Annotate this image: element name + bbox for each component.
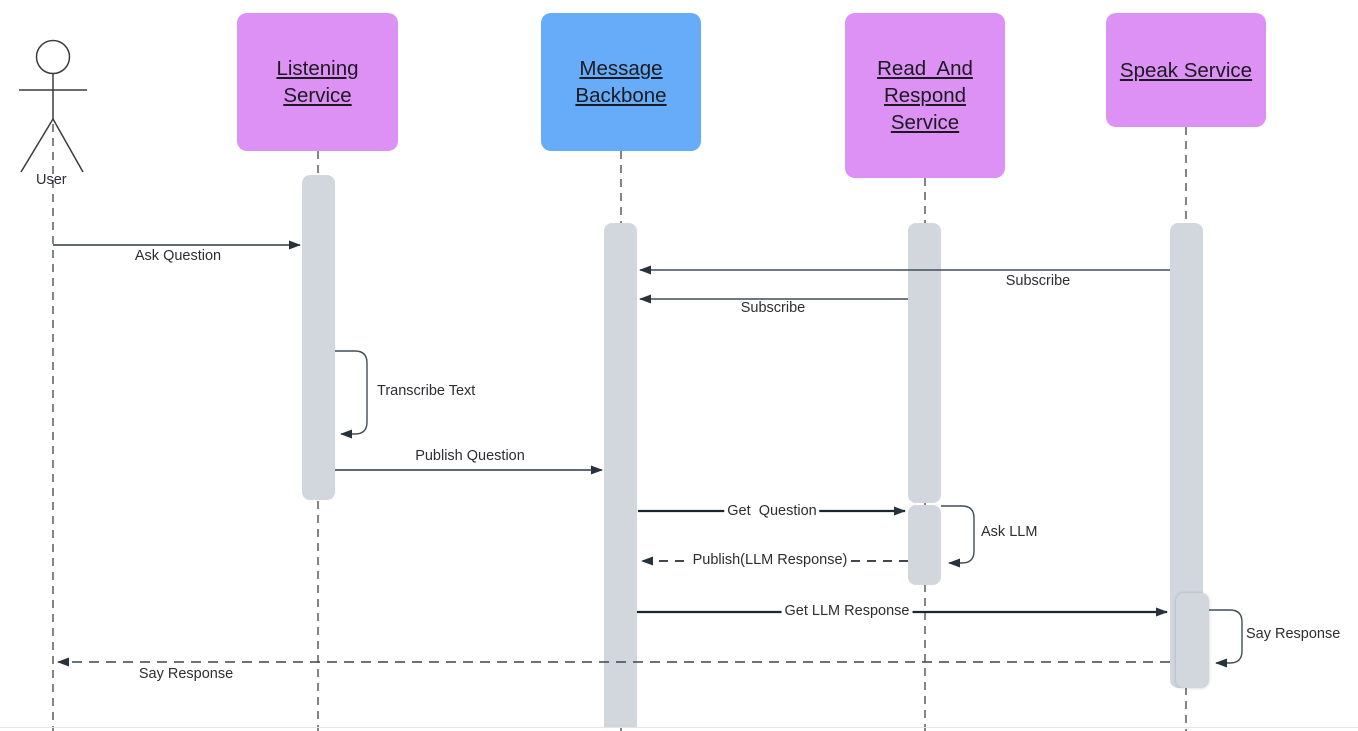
activation-message-backbone bbox=[604, 223, 637, 727]
message-label-ask-llm: Ask LLM bbox=[981, 524, 1038, 540]
message-label-say-response-self: Say Response bbox=[1246, 626, 1341, 642]
message-label-get-question: Get Question bbox=[724, 503, 820, 520]
message-label-publish-question: Publish Question bbox=[415, 448, 525, 464]
participant-label-line: Backbone bbox=[575, 84, 667, 107]
participant-label-line: Listening bbox=[276, 57, 359, 80]
participant-label-line: Service bbox=[890, 111, 960, 134]
participant-listening-service: Listening Service bbox=[237, 13, 398, 151]
message-label-get-llm-response: Get LLM Response bbox=[781, 603, 913, 620]
message-label-subscribe-speak: Subscribe bbox=[1005, 273, 1071, 289]
arrow-say-response-selfloop bbox=[1209, 609, 1243, 668]
message-label-say-response-return: Say Response bbox=[138, 666, 234, 682]
message-label-subscribe-read: Subscribe bbox=[740, 300, 806, 316]
activation-read-and-respond-2 bbox=[908, 505, 941, 585]
participant-label-line: Message bbox=[579, 57, 663, 80]
participant-message-backbone: Message Backbone bbox=[541, 13, 701, 151]
message-label-transcribe-text: Transcribe Text bbox=[377, 383, 476, 399]
actor-label: User bbox=[36, 172, 67, 188]
participant-read-and-respond-service: Read And Respond Service bbox=[845, 13, 1005, 178]
canvas-bottom-edge bbox=[0, 727, 1358, 728]
user-actor-icon bbox=[19, 39, 87, 173]
activation-listening-service bbox=[302, 175, 335, 500]
participant-label-line: Read And bbox=[877, 57, 973, 80]
message-label-ask-question: Ask Question bbox=[134, 248, 222, 264]
activation-read-and-respond-1 bbox=[908, 223, 941, 503]
arrow-transcribe-text-selfloop bbox=[335, 350, 368, 439]
message-label-publish-llm-response: Publish(LLM Response) bbox=[689, 552, 851, 569]
participant-label-line: Service bbox=[283, 84, 352, 107]
participant-speak-service: Speak Service bbox=[1106, 13, 1266, 127]
activation-speak-service-nested bbox=[1176, 593, 1209, 688]
participant-label-line: Speak Service bbox=[1119, 58, 1253, 82]
participant-label-line: Respond bbox=[883, 84, 967, 107]
arrow-ask-llm-selfloop bbox=[941, 505, 975, 568]
